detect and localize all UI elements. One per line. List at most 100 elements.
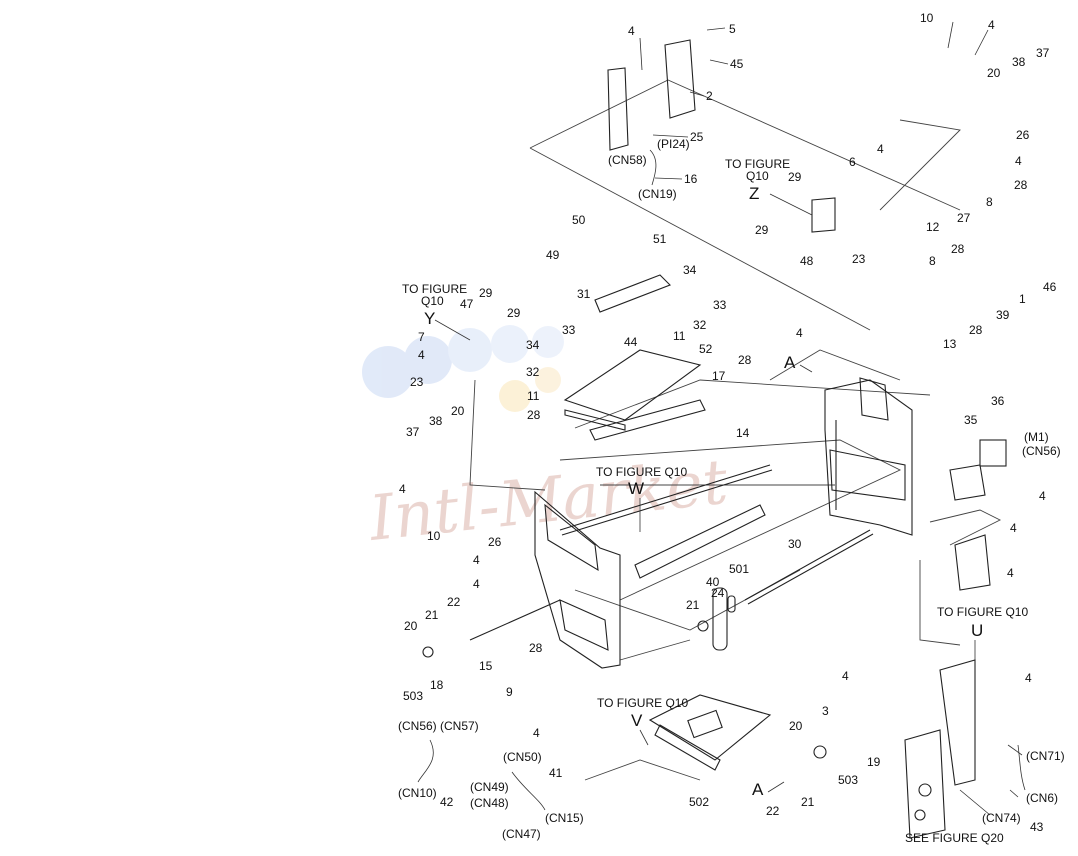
connector-label: (CN48) <box>470 796 509 810</box>
connector-label: (CN19) <box>638 187 677 201</box>
part-label: 2 <box>706 89 713 103</box>
part-label: 18 <box>430 678 444 692</box>
part-label: 22 <box>766 804 780 818</box>
part-label: 48 <box>800 254 814 268</box>
connector-label: (PI24) <box>657 137 690 151</box>
part-label: 23 <box>852 252 866 266</box>
part-label: 6 <box>849 155 856 169</box>
part-label: 11 <box>673 329 686 343</box>
part-label: 28 <box>1014 178 1028 192</box>
part-label: 4 <box>1010 521 1017 535</box>
part-label: 28 <box>527 408 541 422</box>
part-label: 50 <box>572 213 586 227</box>
connector-labels: (CN58) (PI24) (CN19) (M1) (CN56) (CN56) … <box>398 137 1065 841</box>
part-label: 44 <box>624 335 638 349</box>
top-bracket-assembly <box>607 39 836 233</box>
right-side-frame <box>824 377 913 536</box>
connector-label: (CN50) <box>503 750 542 764</box>
part-label: 4 <box>1015 154 1022 168</box>
part-label: 35 <box>964 413 978 427</box>
part-label: 7 <box>418 330 425 344</box>
motor-assembly <box>949 439 1007 591</box>
part-label: 26 <box>488 535 502 549</box>
part-label: 36 <box>991 394 1005 408</box>
part-label: 12 <box>926 220 940 234</box>
connector-label: (CN47) <box>502 827 541 841</box>
ref-to-figure-z: TO FIGURE <box>725 157 790 171</box>
part-label: 52 <box>699 342 713 356</box>
part-label: 502 <box>689 795 709 809</box>
part-label: 33 <box>713 298 727 312</box>
part-label: 30 <box>788 537 802 551</box>
ref-letter-a-top: A <box>784 353 796 372</box>
watermark-dots <box>362 325 564 412</box>
part-label: 4 <box>473 577 480 591</box>
part-label: 21 <box>425 608 439 622</box>
part-label: 38 <box>1012 55 1026 69</box>
part-label: 8 <box>929 254 936 268</box>
right-bracket-assembly <box>904 659 976 839</box>
ref-letter-a-bottom: A <box>752 780 764 799</box>
ref-see-figure-q20: SEE FIGURE Q20 <box>905 831 1004 845</box>
left-side-frame <box>534 490 621 669</box>
part-label: 26 <box>1016 128 1030 142</box>
ref-letter-z: Z <box>749 184 759 203</box>
part-label: 4 <box>399 482 406 496</box>
part-label: 4 <box>628 24 635 38</box>
wire-harnesses <box>417 149 1026 811</box>
ref-q10-y: Q10 <box>421 294 444 308</box>
part-label: 25 <box>690 130 704 144</box>
figure-references: TO FIGURE Q10 Z TO FIGURE Q10 Y A TO FIG… <box>402 157 1028 845</box>
part-label: 20 <box>404 619 418 633</box>
part-label: 3 <box>822 704 829 718</box>
part-label: 41 <box>549 766 563 780</box>
part-label: 47 <box>460 297 474 311</box>
part-label: 21 <box>686 598 700 612</box>
part-label: 34 <box>683 263 697 277</box>
ref-to-fig-q10-u: TO FIGURE Q10 <box>937 605 1028 619</box>
part-label: 33 <box>562 323 576 337</box>
part-label: 14 <box>736 426 750 440</box>
part-label: 32 <box>526 365 540 379</box>
part-label: 37 <box>1036 46 1050 60</box>
ref-to-figure-y: TO FIGURE <box>402 282 467 296</box>
part-label: 45 <box>730 57 744 71</box>
part-label: 17 <box>712 369 726 383</box>
part-label: 40 <box>706 575 720 589</box>
connector-label: (CN56) <box>1022 444 1061 458</box>
connector-label: (CN74) <box>982 811 1021 825</box>
part-label: 4 <box>988 18 995 32</box>
part-label: 4 <box>1025 671 1032 685</box>
part-label: 34 <box>526 338 540 352</box>
connector-label: (CN6) <box>1026 791 1058 805</box>
part-label: 4 <box>533 726 540 740</box>
part-label: 29 <box>788 170 802 184</box>
part-label: 28 <box>738 353 752 367</box>
part-label: 43 <box>1030 820 1044 834</box>
part-label: 46 <box>1043 280 1057 294</box>
connector-label: (CN10) <box>398 786 437 800</box>
part-label: 503 <box>403 689 423 703</box>
part-label: 29 <box>755 223 769 237</box>
part-label: 28 <box>529 641 543 655</box>
part-label: 4 <box>418 348 425 362</box>
bottom-tray-assembly <box>648 694 772 771</box>
ref-letter-w: W <box>628 479 644 498</box>
part-label: 49 <box>546 248 560 262</box>
paper-guide-assembly <box>563 274 706 441</box>
part-label: 4 <box>842 669 849 683</box>
part-labels: 4 5 45 2 25 16 10 4 20 38 37 26 4 28 8 2… <box>399 11 1057 834</box>
part-label: 28 <box>951 242 965 256</box>
part-label: 1 <box>1019 292 1026 306</box>
connector-label: (CN15) <box>545 811 584 825</box>
connector-label: (CN71) <box>1026 749 1065 763</box>
part-label: 42 <box>440 795 454 809</box>
part-label: 10 <box>427 529 441 543</box>
part-label: 27 <box>957 211 971 225</box>
part-label: 4 <box>473 553 480 567</box>
part-label: 4 <box>877 142 884 156</box>
rails-and-shafts <box>469 464 874 641</box>
part-label: 11 <box>527 389 540 403</box>
ref-to-fig-q10-v: TO FIGURE Q10 <box>597 696 688 710</box>
